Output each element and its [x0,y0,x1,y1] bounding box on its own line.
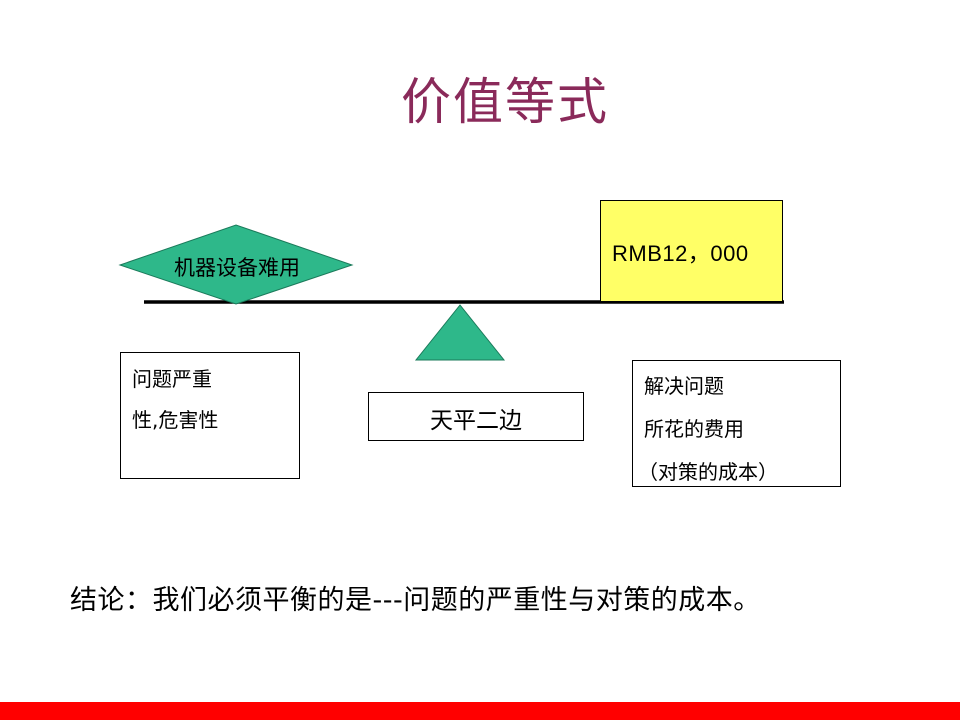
conclusion: 结论：我们必须平衡的是---问题的严重性与对策的成本。 [70,578,761,617]
solution-cost-box [632,360,841,487]
balance-sides-box [368,392,584,441]
fulcrum-triangle [414,304,506,361]
solution-cost-line-3: （对策的成本） [638,460,778,484]
bottom-bar [0,702,960,720]
problem-severity-line-2: 性,危害性 [132,408,219,432]
diamond-label: 机器设备难用 [174,256,300,280]
conclusion-label: 结论： [70,585,153,616]
solution-cost-line-2: 所花的费用 [644,417,744,441]
solution-cost-line-1: 解决问题 [644,374,724,398]
conclusion-text: 我们必须平衡的是---问题的严重性与对策的成本。 [152,585,761,616]
problem-severity-line-1: 问题严重 [132,367,212,391]
cost-box [600,200,783,302]
cost-text: RMB12，000 [612,241,749,266]
problem-severity-box [120,352,300,479]
problem-diamond [118,224,354,305]
balance-sides-text: 天平二边 [430,408,522,434]
slide-title: 价值等式 [401,73,609,131]
